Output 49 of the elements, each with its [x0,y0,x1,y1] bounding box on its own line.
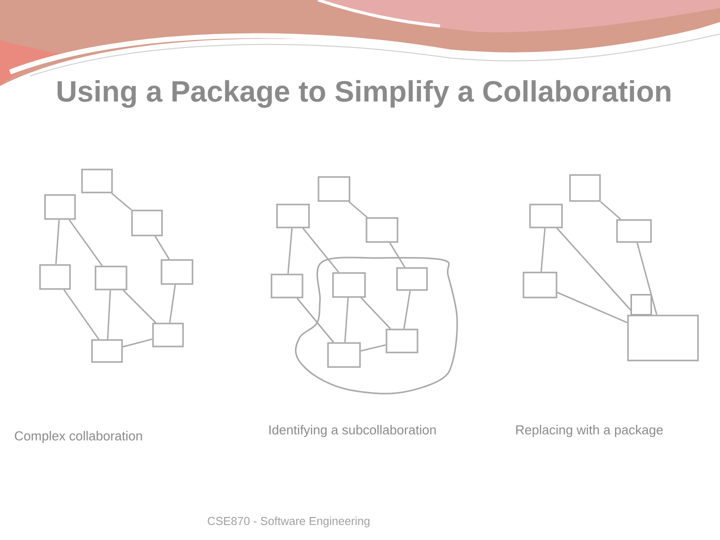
connector-line [154,236,170,260]
class-box [386,328,418,354]
connector-line [296,298,334,343]
class-box [160,259,194,285]
connector-line [360,297,391,330]
class-box [569,174,601,202]
connector-line [63,289,100,340]
class-box [81,168,113,194]
footer-text: CSE870 - Software Engineering [208,516,370,528]
class-box [616,219,652,243]
connector-line [360,344,386,352]
connector-line [122,290,156,324]
connector-line [122,338,152,348]
figure-caption: Complex collaboration [14,430,142,444]
connector-line [55,220,60,264]
connector-line [600,201,622,220]
class-box [276,204,310,228]
package-symbol [627,294,699,362]
class-box [318,176,350,202]
connector-line [556,292,628,324]
connector-line [111,192,132,210]
class-box [396,267,428,291]
connector-line [540,228,546,272]
connector-line [389,242,406,268]
connector-line [68,219,103,266]
class-box [131,210,163,236]
class-box [91,339,123,363]
connector-line [169,284,176,323]
class-box [94,266,128,290]
class-box [44,194,76,220]
connector-line [403,290,411,329]
figure-caption: Identifying a subcollaboration [269,424,436,438]
class-box [529,204,563,228]
connector-line [287,228,293,274]
connector-line [302,228,340,273]
connector-line [106,290,112,340]
slide-title: Using a Package to Simplify a Collaboration [58,80,670,108]
connector-line [636,242,658,315]
class-box [270,274,304,298]
class-box [327,342,361,368]
class-box [332,272,366,298]
figure-caption: Replacing with a package [516,424,663,438]
connector-line [348,201,368,218]
class-box [366,217,398,243]
class-box [522,272,558,298]
class-box [39,264,71,290]
class-box [152,322,184,348]
connector-line [344,298,349,342]
connector-line [556,228,632,312]
